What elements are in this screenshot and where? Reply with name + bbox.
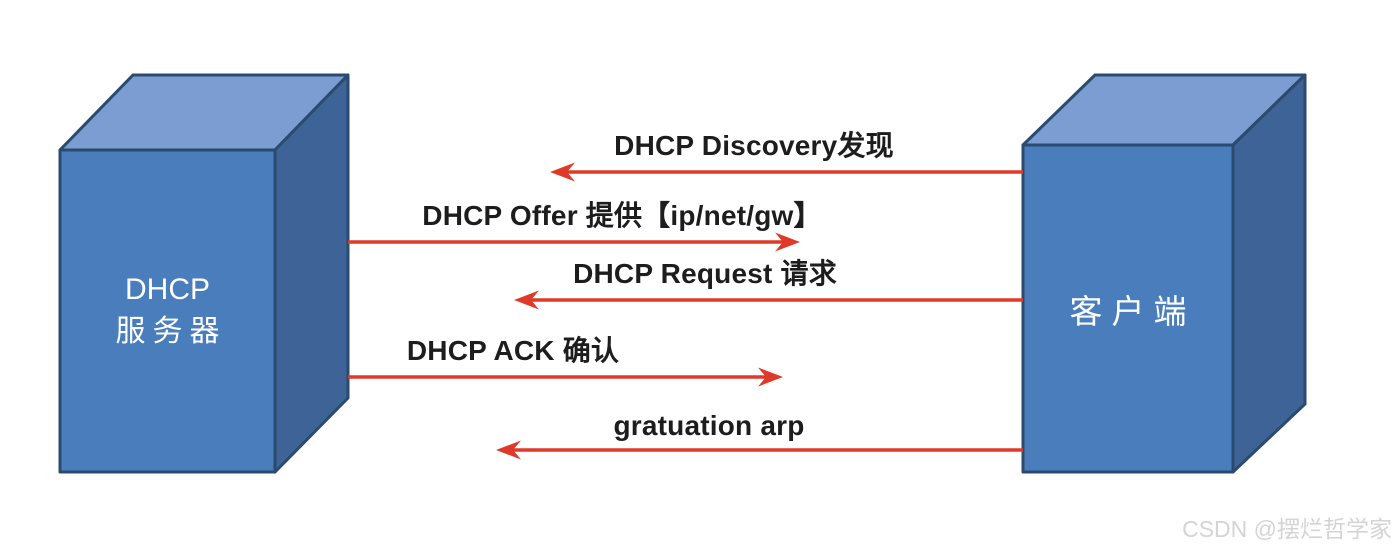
server-box xyxy=(58,73,350,474)
arrow-dhcp-ack xyxy=(348,367,783,387)
server-box-front-face xyxy=(58,148,277,474)
server-label-line1: DHCP xyxy=(124,273,210,306)
message-label-gratuitous-arp: gratuation arp xyxy=(613,410,805,441)
csdn-watermark: CSDN @摆烂哲学家 xyxy=(1182,516,1392,542)
message-label-dhcp-request: DHCP Request 请求 xyxy=(573,258,837,289)
arrow-right-head-icon xyxy=(775,232,800,252)
client-label-text: 客户端 xyxy=(1069,292,1196,330)
message-label-dhcp-offer: DHCP Offer 提供【ip/net/gw】 xyxy=(422,200,822,231)
client-box-front-face xyxy=(1021,143,1235,474)
server-box-label: DHCP 服务器 xyxy=(60,150,275,472)
arrow-right-head-icon xyxy=(758,367,783,387)
arrow-dhcp-offer xyxy=(348,232,800,252)
arrow-dhcp-request xyxy=(514,290,1023,310)
arrow-left-head-icon xyxy=(550,162,575,182)
arrow-left-head-icon xyxy=(496,440,521,460)
arrow-left-head-icon xyxy=(514,290,539,310)
message-label-dhcp-ack: DHCP ACK 确认 xyxy=(406,335,620,366)
message-label-dhcp-discovery: DHCP Discovery发现 xyxy=(614,130,894,161)
arrow-dhcp-discovery xyxy=(550,162,1023,182)
server-label-line2: 服务器 xyxy=(115,315,227,348)
client-box-side-face xyxy=(1231,73,1307,474)
arrow-gratuitous-arp xyxy=(496,440,1023,460)
client-box xyxy=(1021,73,1307,474)
client-box-label: 客户端 xyxy=(1023,145,1233,472)
